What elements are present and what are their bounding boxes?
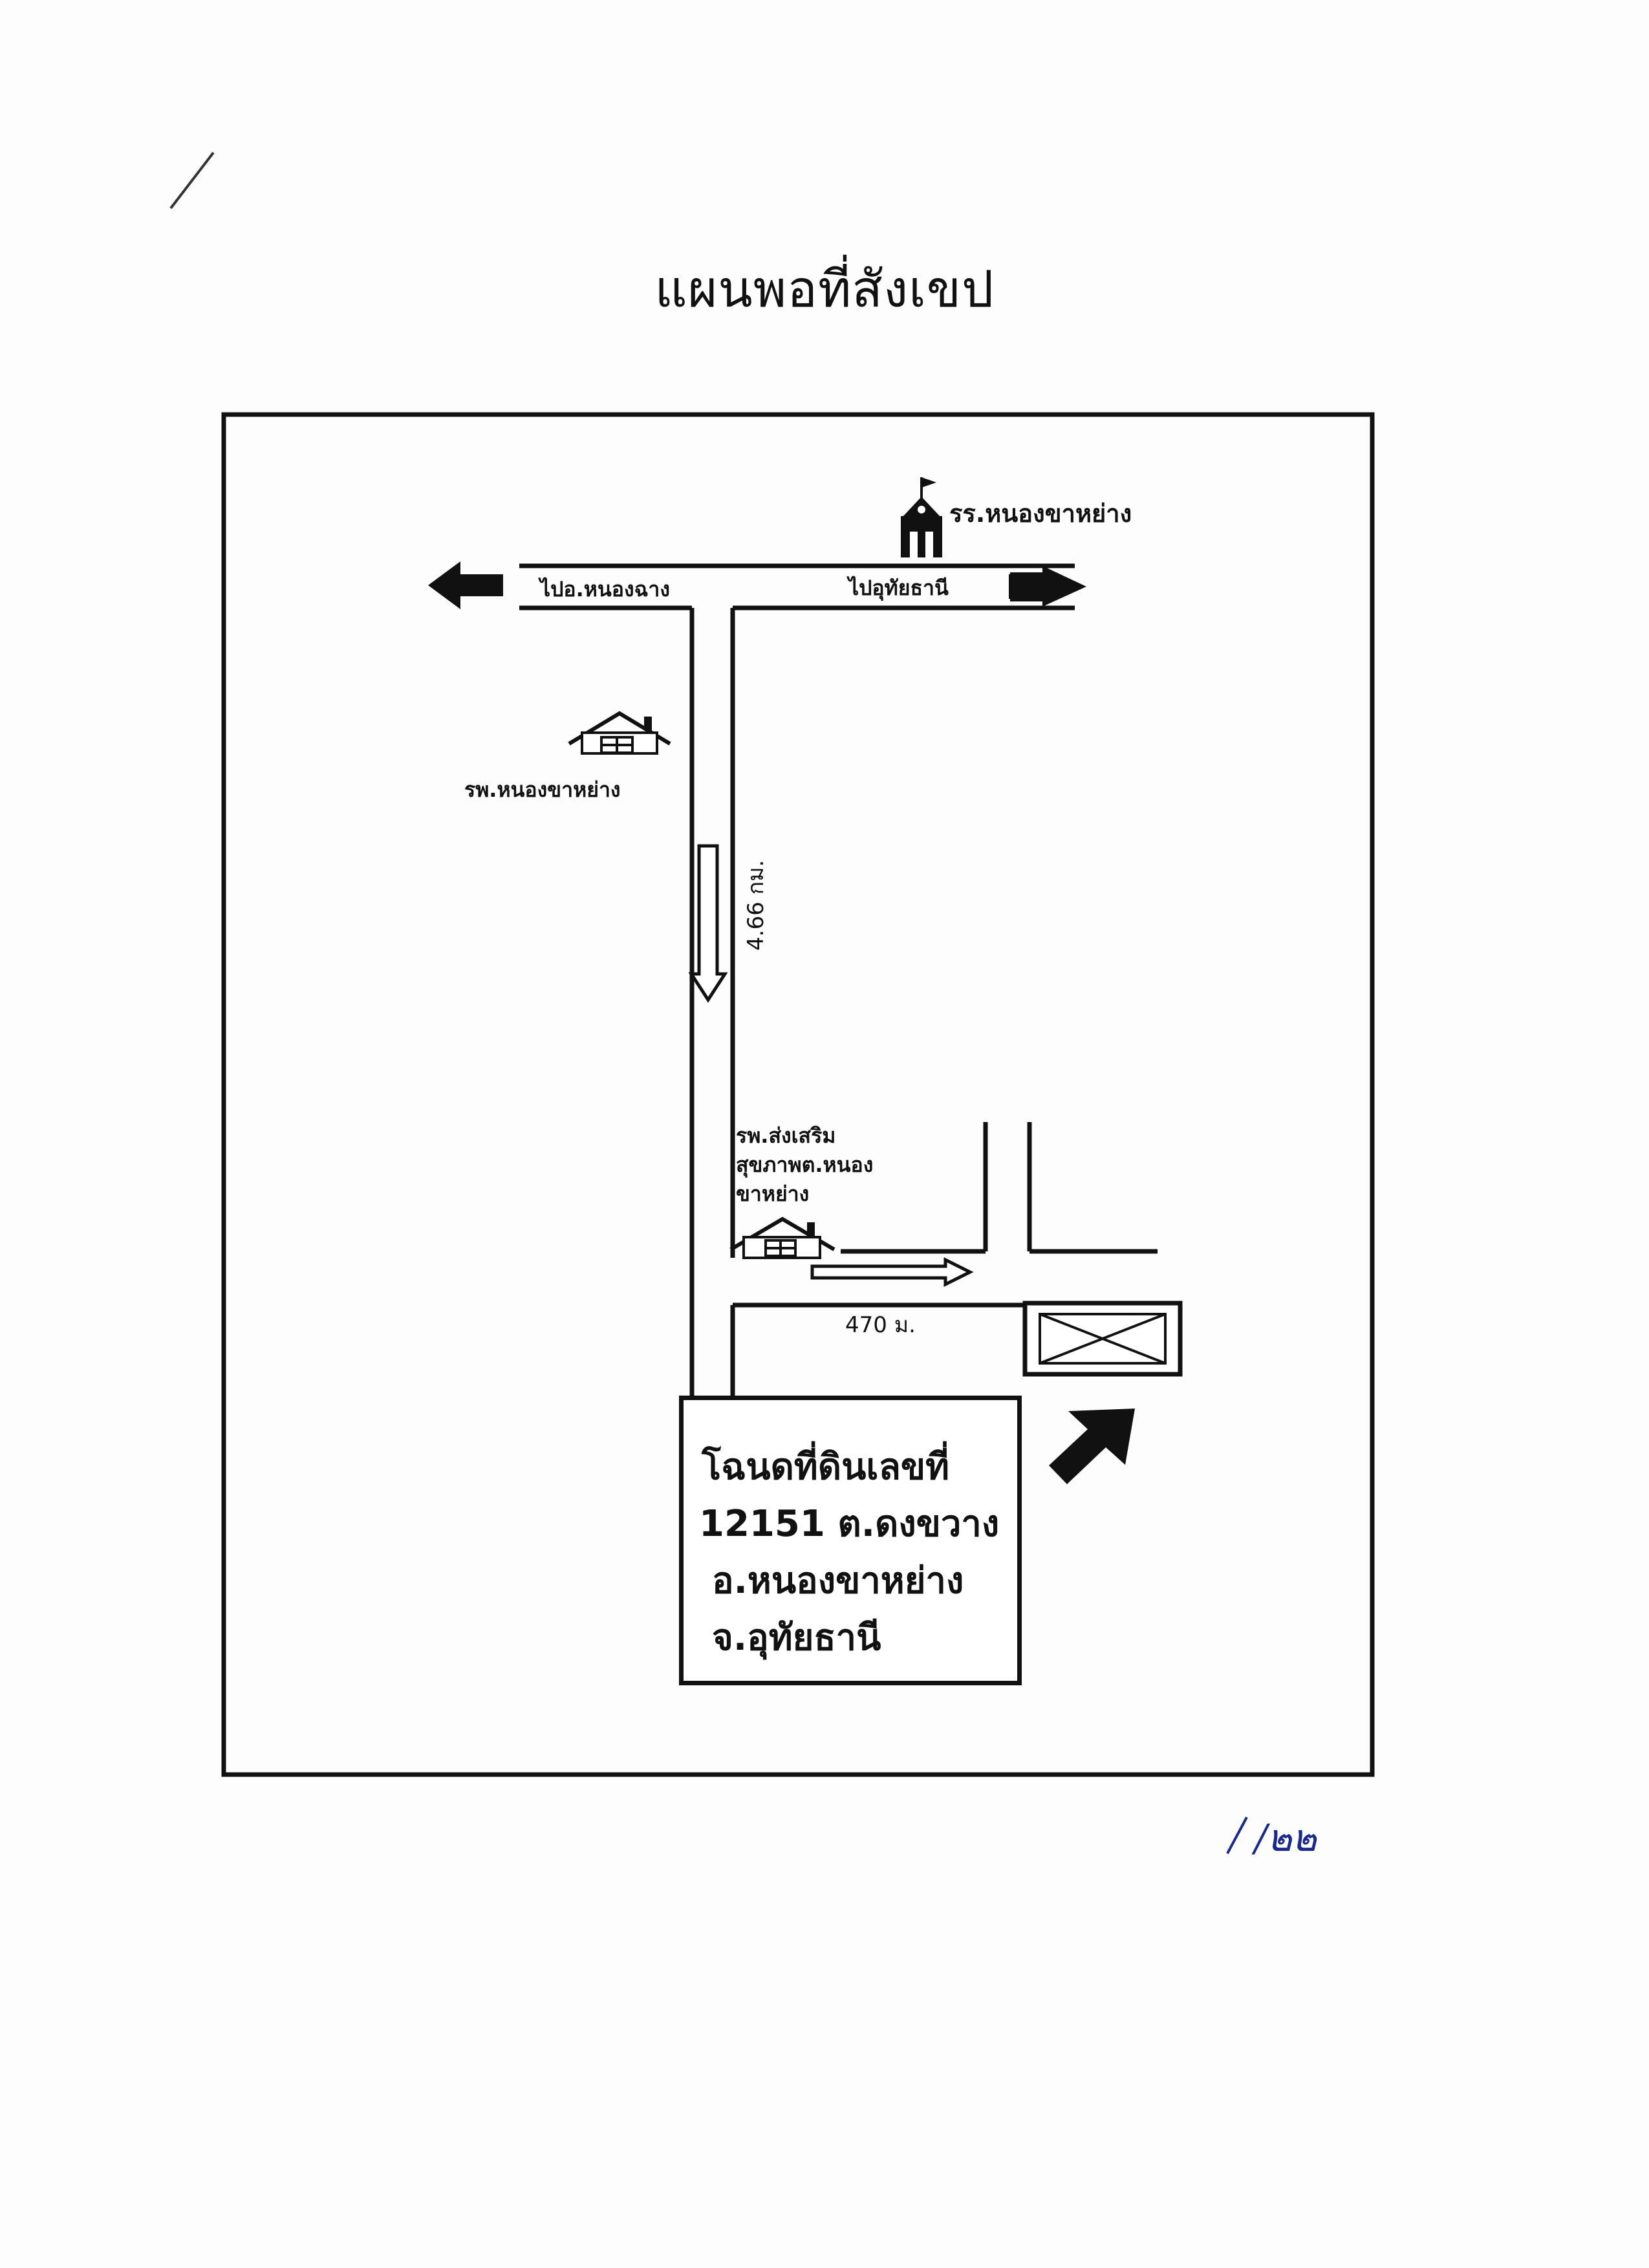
- branch-road: [730, 1122, 1158, 1396]
- deed-line-2: 12151 ต.ดงขวาง: [699, 1503, 1000, 1545]
- deed-line-1: โฉนดที่ดินเลขที่: [702, 1446, 950, 1488]
- arrow-up-right-icon: [1049, 1409, 1135, 1484]
- right-direction-label: ไปอุทัยธานี: [846, 576, 949, 601]
- deed-line-4: จ.อุทัยธานี: [712, 1617, 881, 1659]
- hospital-house-icon: [568, 711, 671, 755]
- hospital-label: รพ.หนองขาหย่าง: [464, 777, 621, 802]
- corner-tick-mark: [169, 151, 215, 210]
- page-number-stroke: [1226, 1817, 1248, 1854]
- vertical-road: [689, 608, 735, 1396]
- distance-main-label: 4.66 กม.: [743, 860, 769, 951]
- deed-line-3: อ.หนองขาหย่าง: [712, 1560, 964, 1602]
- left-direction-label: ไปอ.หนองฉาง: [538, 577, 670, 601]
- main-road: [519, 563, 1075, 610]
- map-frame: [221, 412, 1375, 1777]
- health-center-house-icon: [729, 1216, 835, 1259]
- arrow-left-icon: [428, 561, 503, 609]
- health-center-label-line-1: รพ.ส่งเสริม: [736, 1123, 835, 1148]
- distance-branch-label: 470 ม.: [845, 1312, 916, 1338]
- plot-marker-icon: [1022, 1301, 1183, 1377]
- arrow-right-icon: [1009, 566, 1086, 607]
- health-center-label-line-3: ขาหย่าง: [736, 1182, 809, 1206]
- arrow-right-outline-icon: [810, 1257, 974, 1288]
- page-number: /๒๒: [1251, 1816, 1317, 1860]
- land-deed-box: โฉนดที่ดินเลขที่ 12151 ต.ดงขวาง อ.หนองขา…: [679, 1396, 1022, 1685]
- page-title: แผนพอที่สังเขป: [654, 261, 995, 319]
- school-label: รร.หนองขาหย่าง: [949, 499, 1132, 528]
- arrow-down-icon: [688, 844, 728, 1003]
- school-icon: [901, 477, 942, 557]
- health-center-label-line-2: สุขภาพต.หนอง: [736, 1152, 873, 1178]
